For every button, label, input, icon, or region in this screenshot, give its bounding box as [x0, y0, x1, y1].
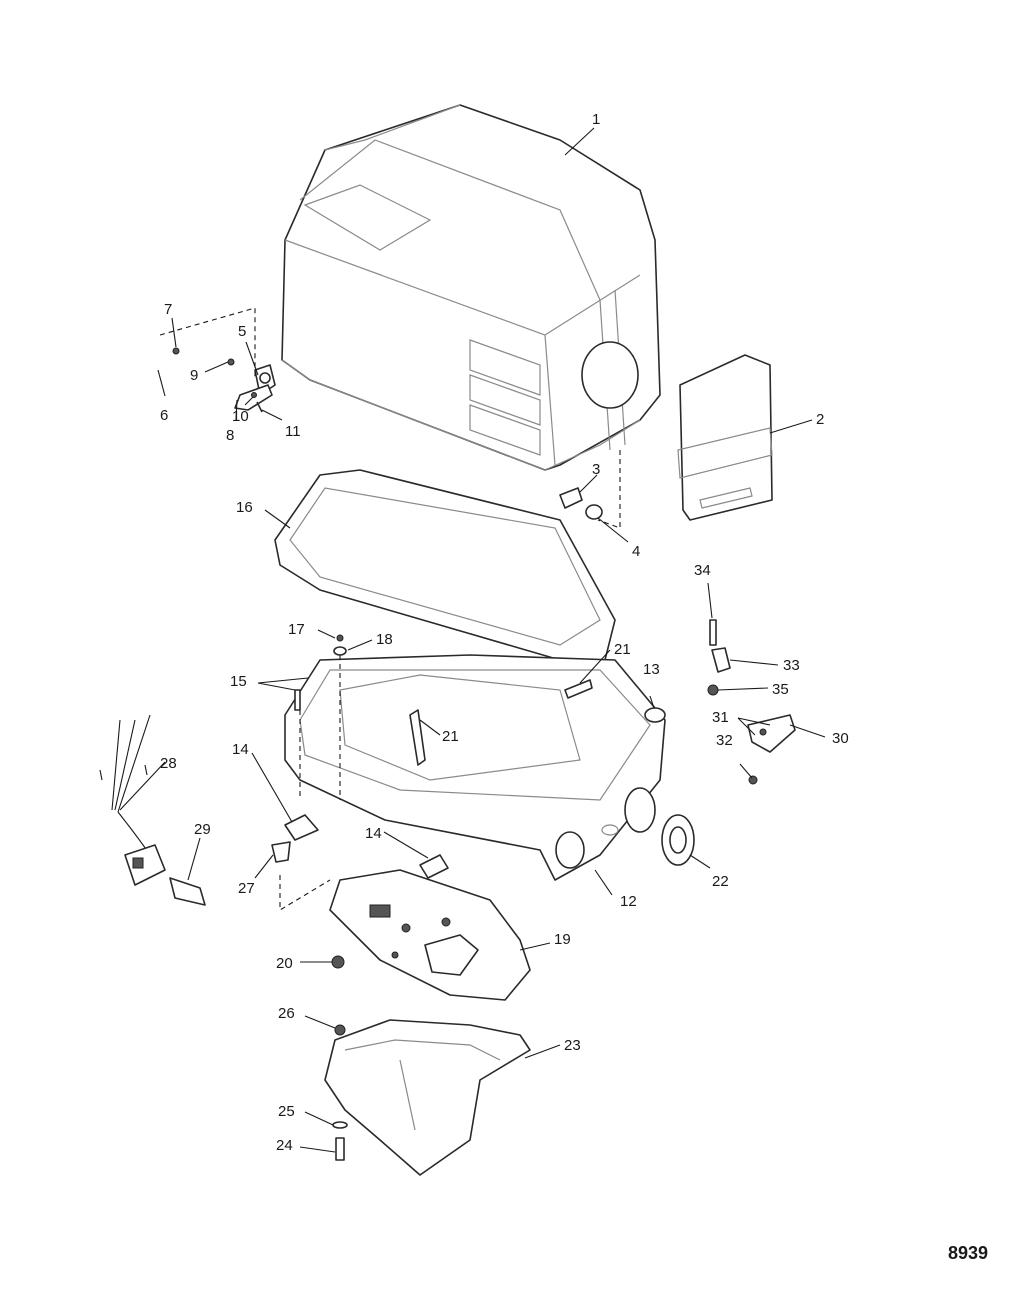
callout-34: 34	[694, 562, 711, 579]
callout-14a: 14	[232, 741, 249, 758]
mounting-plate-part	[329, 869, 531, 1001]
callout-14b: 14	[365, 825, 382, 842]
callout-4: 4	[632, 543, 640, 560]
callout-10: 10	[232, 408, 249, 425]
callout-32: 32	[716, 732, 733, 749]
cowl-seal-part	[274, 469, 616, 661]
callout-31: 31	[712, 709, 729, 726]
callout-15: 15	[230, 673, 247, 690]
cowl-fastener-part	[559, 487, 603, 520]
callout-2: 2	[816, 411, 824, 428]
lower-shroud-part	[324, 1019, 531, 1176]
callout-20: 20	[276, 955, 293, 972]
callout-11: 11	[285, 423, 301, 440]
callout-6: 6	[160, 407, 168, 424]
nut-part	[331, 955, 345, 969]
assembly-guide-lines	[159, 307, 621, 911]
callout-23: 23	[564, 1037, 581, 1054]
grommet-part	[644, 707, 695, 866]
small-fasteners-part	[294, 619, 796, 1161]
bottom-cowl-tray-part	[284, 654, 666, 881]
callout-3: 3	[592, 461, 600, 478]
callout-22: 22	[712, 873, 729, 890]
latch-assembly-part	[172, 347, 276, 413]
mounting-bracket-part	[284, 814, 449, 879]
retaining-clip-part	[409, 679, 593, 766]
callout-5: 5	[238, 323, 246, 340]
callout-16: 16	[236, 499, 253, 516]
callout-26: 26	[278, 1005, 295, 1022]
callout-17: 17	[288, 621, 305, 638]
callout-8: 8	[226, 427, 234, 444]
callout-21a: 21	[614, 641, 631, 658]
callout-21b: 21	[442, 728, 459, 745]
figure-number: 8939	[948, 1243, 988, 1263]
wiring-harness-part	[99, 714, 166, 886]
callout-29: 29	[194, 821, 211, 838]
callout-18: 18	[376, 631, 393, 648]
plug-part	[271, 841, 291, 863]
top-cowl-part	[281, 104, 661, 471]
callout-27: 27	[238, 880, 255, 897]
harness-clip-part	[169, 877, 206, 906]
cowl-insert-part	[677, 354, 773, 521]
callout-25: 25	[278, 1103, 295, 1120]
callout-12: 12	[620, 893, 637, 910]
callout-1: 1	[592, 111, 600, 128]
callout-leaders	[119, 127, 826, 1153]
callout-35: 35	[772, 681, 789, 698]
callout-7: 7	[164, 301, 172, 318]
callout-28: 28	[160, 755, 177, 772]
callout-33: 33	[783, 657, 800, 674]
callout-19: 19	[554, 931, 571, 948]
callout-9: 9	[190, 367, 198, 384]
callout-24: 24	[276, 1137, 293, 1154]
callout-13: 13	[643, 661, 660, 678]
callout-30: 30	[832, 730, 849, 747]
